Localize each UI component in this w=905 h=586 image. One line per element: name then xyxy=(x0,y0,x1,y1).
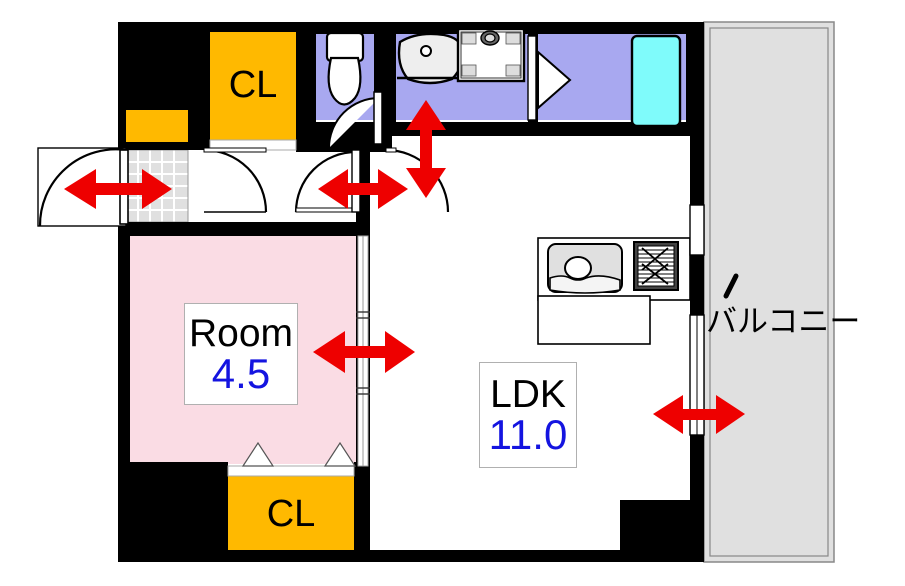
balcony-label: バルコニー xyxy=(706,304,861,339)
closet-top-fill xyxy=(210,32,296,140)
kitchen-counter xyxy=(537,237,691,345)
balcony-door-arrow xyxy=(653,395,745,434)
dimension-arrows xyxy=(64,100,745,434)
hall-door-left xyxy=(203,147,268,213)
ldk-label-name: LDK xyxy=(490,372,566,416)
bathtub-fixture xyxy=(630,34,682,128)
vanity-sink-fixture xyxy=(397,32,466,85)
ldk-label: LDK 11.0 xyxy=(479,362,577,468)
closet-bottom-door xyxy=(227,465,355,477)
entrance-door-arrow xyxy=(64,169,172,209)
room-sliding-door-arrow xyxy=(313,331,415,373)
closet-top-label: CL xyxy=(228,63,278,106)
shoe-cabinet-fill xyxy=(126,110,188,142)
ldk-label-size: 11.0 xyxy=(488,410,568,458)
balcony-drain-mark xyxy=(723,273,739,299)
room-label-size: 4.5 xyxy=(211,349,271,397)
washroom-door xyxy=(294,149,361,213)
balcony-area xyxy=(703,21,835,563)
windows-right-wall xyxy=(689,204,705,436)
room-label: Room 4.5 xyxy=(184,303,298,405)
hall-door-arrow xyxy=(318,169,408,209)
closet-bottom-label: CL xyxy=(266,492,316,535)
room-label-name: Room xyxy=(188,311,294,355)
closet-bottom-fill xyxy=(228,476,354,550)
toilet-door-arc xyxy=(328,91,383,149)
bath-door xyxy=(527,35,572,121)
closet-bottom-sliding-marks xyxy=(241,441,357,467)
washroom-door-arrow xyxy=(406,100,446,198)
washing-machine-pan-fixture xyxy=(456,27,526,83)
toilet-fixture xyxy=(325,31,365,106)
